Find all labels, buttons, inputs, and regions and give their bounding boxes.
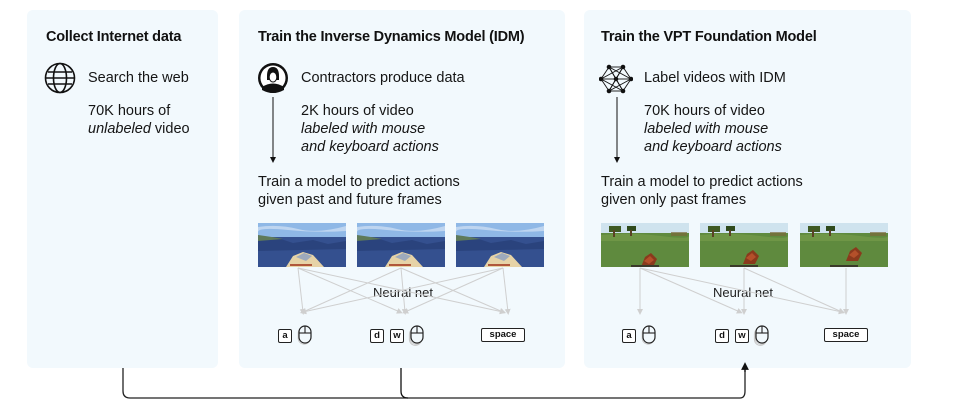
neural-network-icon xyxy=(599,64,633,94)
detail-line: 2K hours of video xyxy=(301,103,414,119)
game-frame xyxy=(601,223,689,267)
detail-line: labeled with mouse xyxy=(301,121,426,137)
network-edge xyxy=(502,267,511,315)
detail-line: and keyboard actions xyxy=(644,139,782,155)
mouse-icon xyxy=(640,324,660,353)
network-edge xyxy=(743,267,845,314)
key-space: space xyxy=(824,328,868,342)
panel-title: Collect Internet data xyxy=(46,29,182,45)
key-a: a xyxy=(622,329,636,343)
network-edge xyxy=(300,267,504,315)
key-w: w xyxy=(735,329,749,343)
network-edge xyxy=(639,267,845,315)
task-line: given past and future frames xyxy=(258,192,442,208)
network-edge xyxy=(639,267,743,314)
panel-title: Train the Inverse Dynamics Model (IDM) xyxy=(258,29,525,45)
key-a: a xyxy=(278,329,292,343)
network-edge xyxy=(402,267,504,314)
panel-title: Train the VPT Foundation Model xyxy=(601,29,817,45)
detail-tail: video xyxy=(150,121,190,137)
step-label: Label videos with IDM xyxy=(644,70,786,86)
game-frame xyxy=(700,223,788,267)
mouse-icon xyxy=(296,324,316,353)
key-d: d xyxy=(715,329,729,343)
detail-line: unlabeled video xyxy=(88,120,190,138)
connector-idm-to-vpt xyxy=(400,368,409,399)
mouse-icon xyxy=(408,324,428,353)
globe-icon xyxy=(44,62,76,94)
game-frame xyxy=(357,223,445,267)
step-label: Search the web xyxy=(88,70,189,86)
neural-net-label: Neural net xyxy=(713,285,773,300)
task-line: Train a model to predict actions xyxy=(258,174,460,190)
task-line: given only past frames xyxy=(601,192,747,208)
network-edge xyxy=(400,267,506,314)
mouse-icon xyxy=(753,324,773,353)
key-d: d xyxy=(370,329,384,343)
network-edge xyxy=(300,267,402,314)
detail-line: and keyboard actions xyxy=(301,139,439,155)
game-frame xyxy=(456,223,544,267)
game-frame xyxy=(258,223,346,267)
step-label: Contractors produce data xyxy=(301,70,465,86)
detail-line: 70K hours of xyxy=(88,103,171,119)
person-icon xyxy=(258,63,288,93)
key-w: w xyxy=(390,329,404,343)
game-frame xyxy=(800,223,888,267)
detail-line: labeled with mouse xyxy=(644,121,769,137)
key-space: space xyxy=(481,328,525,342)
detail-italic: unlabeled xyxy=(88,121,151,137)
panel-collect-internet-data: Collect Internet data Search the web 70K… xyxy=(27,10,218,368)
network-edge xyxy=(297,267,506,315)
panel-train-vpt: Train the VPT Foundation Model Label vid… xyxy=(584,10,911,368)
connector-collect-to-vpt xyxy=(122,368,746,399)
detail-line: 70K hours of video xyxy=(644,103,765,119)
network-edge xyxy=(297,267,403,314)
task-line: Train a model to predict actions xyxy=(601,174,803,190)
network-edge xyxy=(297,267,306,315)
